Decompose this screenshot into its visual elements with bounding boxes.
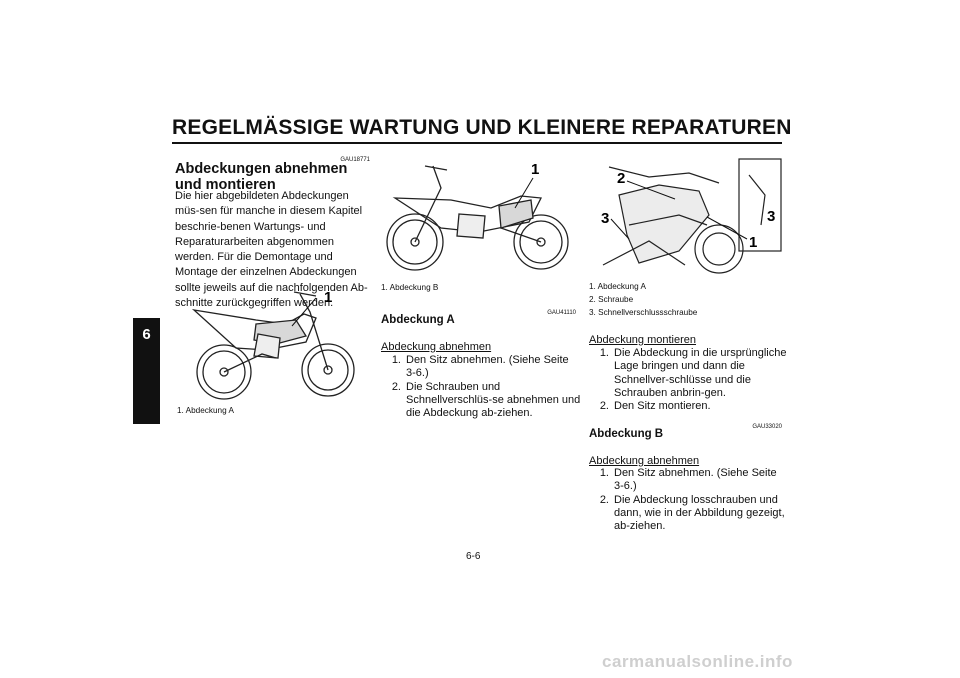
list-item: 2.Den Sitz montieren. [599, 400, 711, 413]
sub-heading: Abdeckung abnehmen [589, 455, 700, 467]
list-item: 1.Die Abdeckung in die ursprüngliche Lag… [599, 347, 787, 399]
section-heading: Abdeckung B [589, 428, 664, 440]
step-list: 1.Den Sitz abnehmen. (Siehe Seite 3-6.) … [385, 354, 581, 420]
list-item: 1.Den Sitz abnehmen. (Siehe Seite 3-6.) [391, 354, 569, 380]
figure-callout: 2 [617, 170, 625, 187]
intro-text: Die hier abgebildeten Abdeckungen müs-se… [175, 190, 368, 310]
chapter-tab: 6 [133, 318, 160, 424]
section-code: GAU33020 [752, 424, 782, 430]
section-heading: Abdeckungen abnehmen und montieren [175, 161, 348, 193]
figure-callout: 1 [749, 234, 757, 251]
step-list: 1.Den Sitz abnehmen. (Siehe Seite 3-6.) … [593, 467, 789, 533]
step-list: 1.Die Abdeckung in die ursprüngliche Lag… [593, 347, 789, 413]
figure-caption: 1. Abdeckung B [381, 283, 439, 292]
page-number: 6-6 [466, 551, 481, 562]
figure-caption: 3. Schnellverschlussschraube [589, 308, 698, 317]
page-title: REGELMÄSSIGE WARTUNG UND KLEINERE REPARA… [172, 116, 792, 139]
dirt-bike-figure-left: 1 [191, 289, 355, 400]
list-item: 1.Den Sitz abnehmen. (Siehe Seite 3-6.) [599, 467, 777, 493]
section-code: GAU41110 [547, 310, 576, 316]
watermark-footer: carmanualsonline.info [602, 652, 793, 671]
figure-callout: 3 [767, 208, 775, 225]
title-rule [172, 142, 782, 144]
sub-heading: Abdeckung montieren [589, 334, 697, 346]
figure-callout: 3 [601, 210, 609, 227]
figure-caption: 1. Abdeckung A [177, 406, 234, 415]
figure-callout: 1 [531, 161, 539, 178]
sub-heading: Abdeckung abnehmen [381, 341, 492, 353]
figure-caption: 2. Schraube [589, 295, 634, 304]
figure-callout: 1 [324, 289, 332, 306]
dirt-bike-figure-center: 1 [386, 161, 569, 271]
cover-detail-figure: 2 3 3 1 [601, 158, 782, 274]
section-code: GAU18771 [340, 157, 370, 163]
section-heading: Abdeckung A [381, 314, 455, 326]
list-item: 2.Die Abdeckung losschrauben und dann, w… [599, 493, 785, 533]
list-item: 2.Die Schrauben und Schnellverschlüs-se … [391, 380, 581, 420]
figure-caption: 1. Abdeckung A [589, 282, 646, 291]
